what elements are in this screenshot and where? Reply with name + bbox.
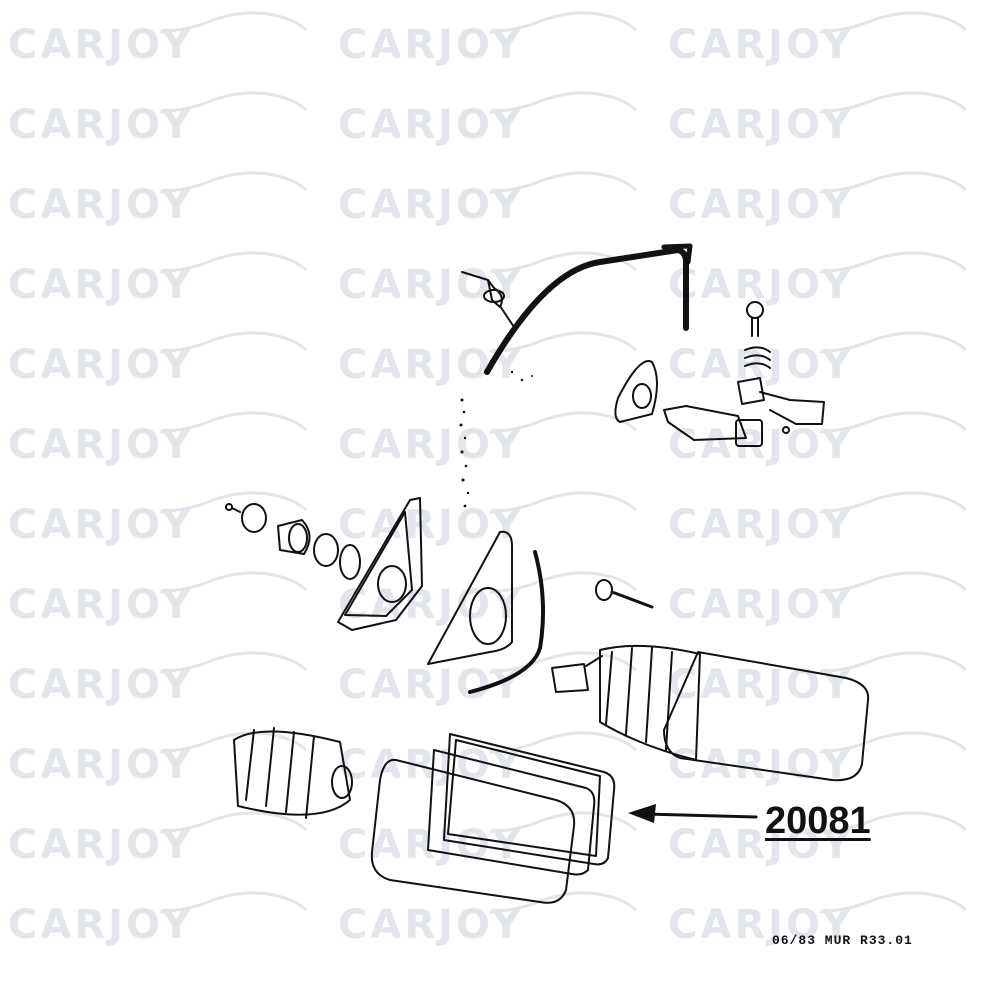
watermark-car-icon bbox=[819, 491, 968, 514]
watermark-text: CARJOY bbox=[8, 502, 194, 548]
watermark-car-icon bbox=[159, 11, 308, 34]
mirror-housing-right bbox=[551, 644, 870, 782]
watermark-text: CARJOY bbox=[8, 422, 194, 468]
watermark-car-icon bbox=[819, 251, 968, 274]
watermark-car-icon bbox=[159, 571, 308, 594]
mirror-glass-stack bbox=[370, 733, 616, 904]
watermark-car-icon bbox=[819, 811, 968, 834]
watermark-car-icon bbox=[159, 91, 308, 114]
watermark-car-icon bbox=[159, 811, 308, 834]
watermark-car-icon bbox=[159, 651, 308, 674]
watermark-car-icon bbox=[819, 331, 968, 354]
watermark-car-icon bbox=[159, 491, 308, 514]
window-seal bbox=[484, 247, 689, 375]
watermark-car-icon bbox=[489, 331, 638, 354]
watermark-car-icon bbox=[489, 731, 638, 754]
seal-strip bbox=[468, 550, 546, 694]
watermark-text: CARJOY bbox=[8, 22, 194, 68]
watermark-text: CARJOY bbox=[338, 582, 524, 628]
mounting-plate bbox=[427, 530, 513, 665]
watermark-text: CARJOY bbox=[8, 102, 194, 148]
watermark-car-icon bbox=[819, 571, 968, 594]
door-edge-dots bbox=[459, 370, 533, 508]
watermark-car-icon bbox=[819, 11, 968, 34]
watermark-car-icon bbox=[489, 11, 638, 34]
watermark-text: CARJOY bbox=[338, 422, 524, 468]
watermark-text: CARJOY bbox=[338, 22, 524, 68]
adjuster-assembly bbox=[663, 301, 825, 447]
watermark-car-icon bbox=[159, 251, 308, 274]
watermark-text: CARJOY bbox=[8, 742, 194, 788]
watermark-car-icon bbox=[489, 891, 638, 914]
watermark-text: CARJOY bbox=[8, 582, 194, 628]
watermark-text: CARJOY bbox=[668, 742, 854, 788]
watermark-car-icon bbox=[159, 171, 308, 194]
watermark-text: CARJOY bbox=[8, 902, 194, 948]
watermark-text: CARJOY bbox=[668, 582, 854, 628]
watermark-text: CARJOY bbox=[668, 342, 854, 388]
watermark-car-icon bbox=[489, 491, 638, 514]
mount-bolt bbox=[595, 579, 654, 609]
watermark-car-icon bbox=[159, 891, 308, 914]
watermark-car-icon bbox=[819, 411, 968, 434]
inner-bezel bbox=[614, 360, 658, 423]
watermark-car-icon bbox=[489, 571, 638, 594]
watermark-car-icon bbox=[489, 811, 638, 834]
drawing-reference-code: 06/83 MUR R33.01 bbox=[772, 933, 913, 948]
watermark-text: CARJOY bbox=[668, 262, 854, 308]
watermark-text: CARJOY bbox=[668, 502, 854, 548]
watermark-car-icon bbox=[489, 651, 638, 674]
watermark-car-icon bbox=[489, 91, 638, 114]
rubber-boot-left bbox=[233, 727, 353, 819]
watermark-text: CARJOY bbox=[668, 902, 854, 948]
watermark-car-icon bbox=[819, 171, 968, 194]
watermark-car-icon bbox=[489, 171, 638, 194]
watermark-text: CARJOY bbox=[668, 22, 854, 68]
watermark-car-icon bbox=[819, 891, 968, 914]
watermark-car-icon bbox=[159, 411, 308, 434]
watermark-text: CARJOY bbox=[8, 822, 194, 868]
part-number-callout: 20081 bbox=[765, 800, 871, 842]
watermark-car-icon bbox=[489, 411, 638, 434]
watermark-car-icon bbox=[159, 331, 308, 354]
watermark-text: CARJOY bbox=[8, 662, 194, 708]
callout-arrow bbox=[628, 804, 758, 823]
watermark-text: CARJOY bbox=[338, 902, 524, 948]
watermark-text: CARJOY bbox=[668, 182, 854, 228]
watermark-car-icon bbox=[819, 91, 968, 114]
watermark-car-icon bbox=[819, 731, 968, 754]
watermark-text: CARJOY bbox=[338, 502, 524, 548]
watermark-text: CARJOY bbox=[8, 342, 194, 388]
watermark-car-icon bbox=[819, 651, 968, 674]
mirror-mount-base bbox=[337, 497, 423, 631]
watermark-text: CARJOY bbox=[668, 822, 854, 868]
watermark-car-icon bbox=[159, 731, 308, 754]
watermark-text: CARJOY bbox=[338, 262, 524, 308]
watermark-text: CARJOY bbox=[338, 182, 524, 228]
watermark-text: CARJOY bbox=[8, 262, 194, 308]
watermark-text: CARJOY bbox=[338, 102, 524, 148]
watermark-text: CARJOY bbox=[8, 182, 194, 228]
watermark-text: CARJOY bbox=[668, 102, 854, 148]
trim-clip bbox=[461, 271, 517, 331]
mounting-bushings bbox=[225, 503, 361, 580]
